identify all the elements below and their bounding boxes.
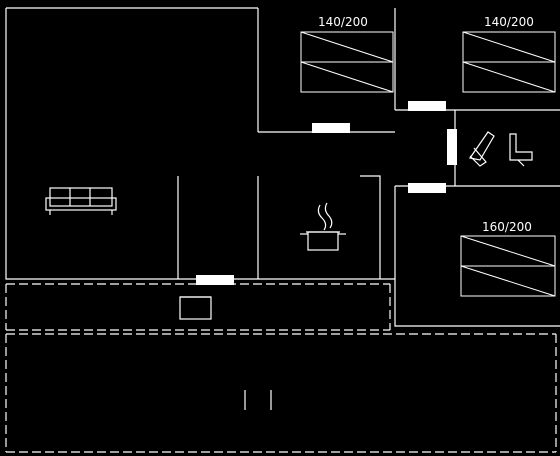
bathroom-fixtures-icon [468,131,533,167]
chair-icon [179,296,212,320]
door-entrance [196,275,234,285]
bed-2: 140/200 [462,15,556,93]
outer-walls [5,7,560,327]
doors [196,101,457,285]
door-bedroom-2 [408,101,446,111]
door-bedroom-1 [312,123,350,133]
terrace-table-icon [244,390,272,410]
interior-walls [177,109,560,279]
bed-1-label: 140/200 [318,15,368,29]
cooking-pot-icon [300,202,346,251]
sofa-icon [45,187,117,215]
bed-3: 160/200 [460,220,556,297]
bed-1: 140/200 [300,15,394,93]
door-bedroom-3 [408,183,446,193]
terrace-outline [5,283,557,453]
door-bathroom [447,129,457,165]
bed-2-label: 140/200 [484,15,534,29]
bed-3-label: 160/200 [482,220,532,234]
